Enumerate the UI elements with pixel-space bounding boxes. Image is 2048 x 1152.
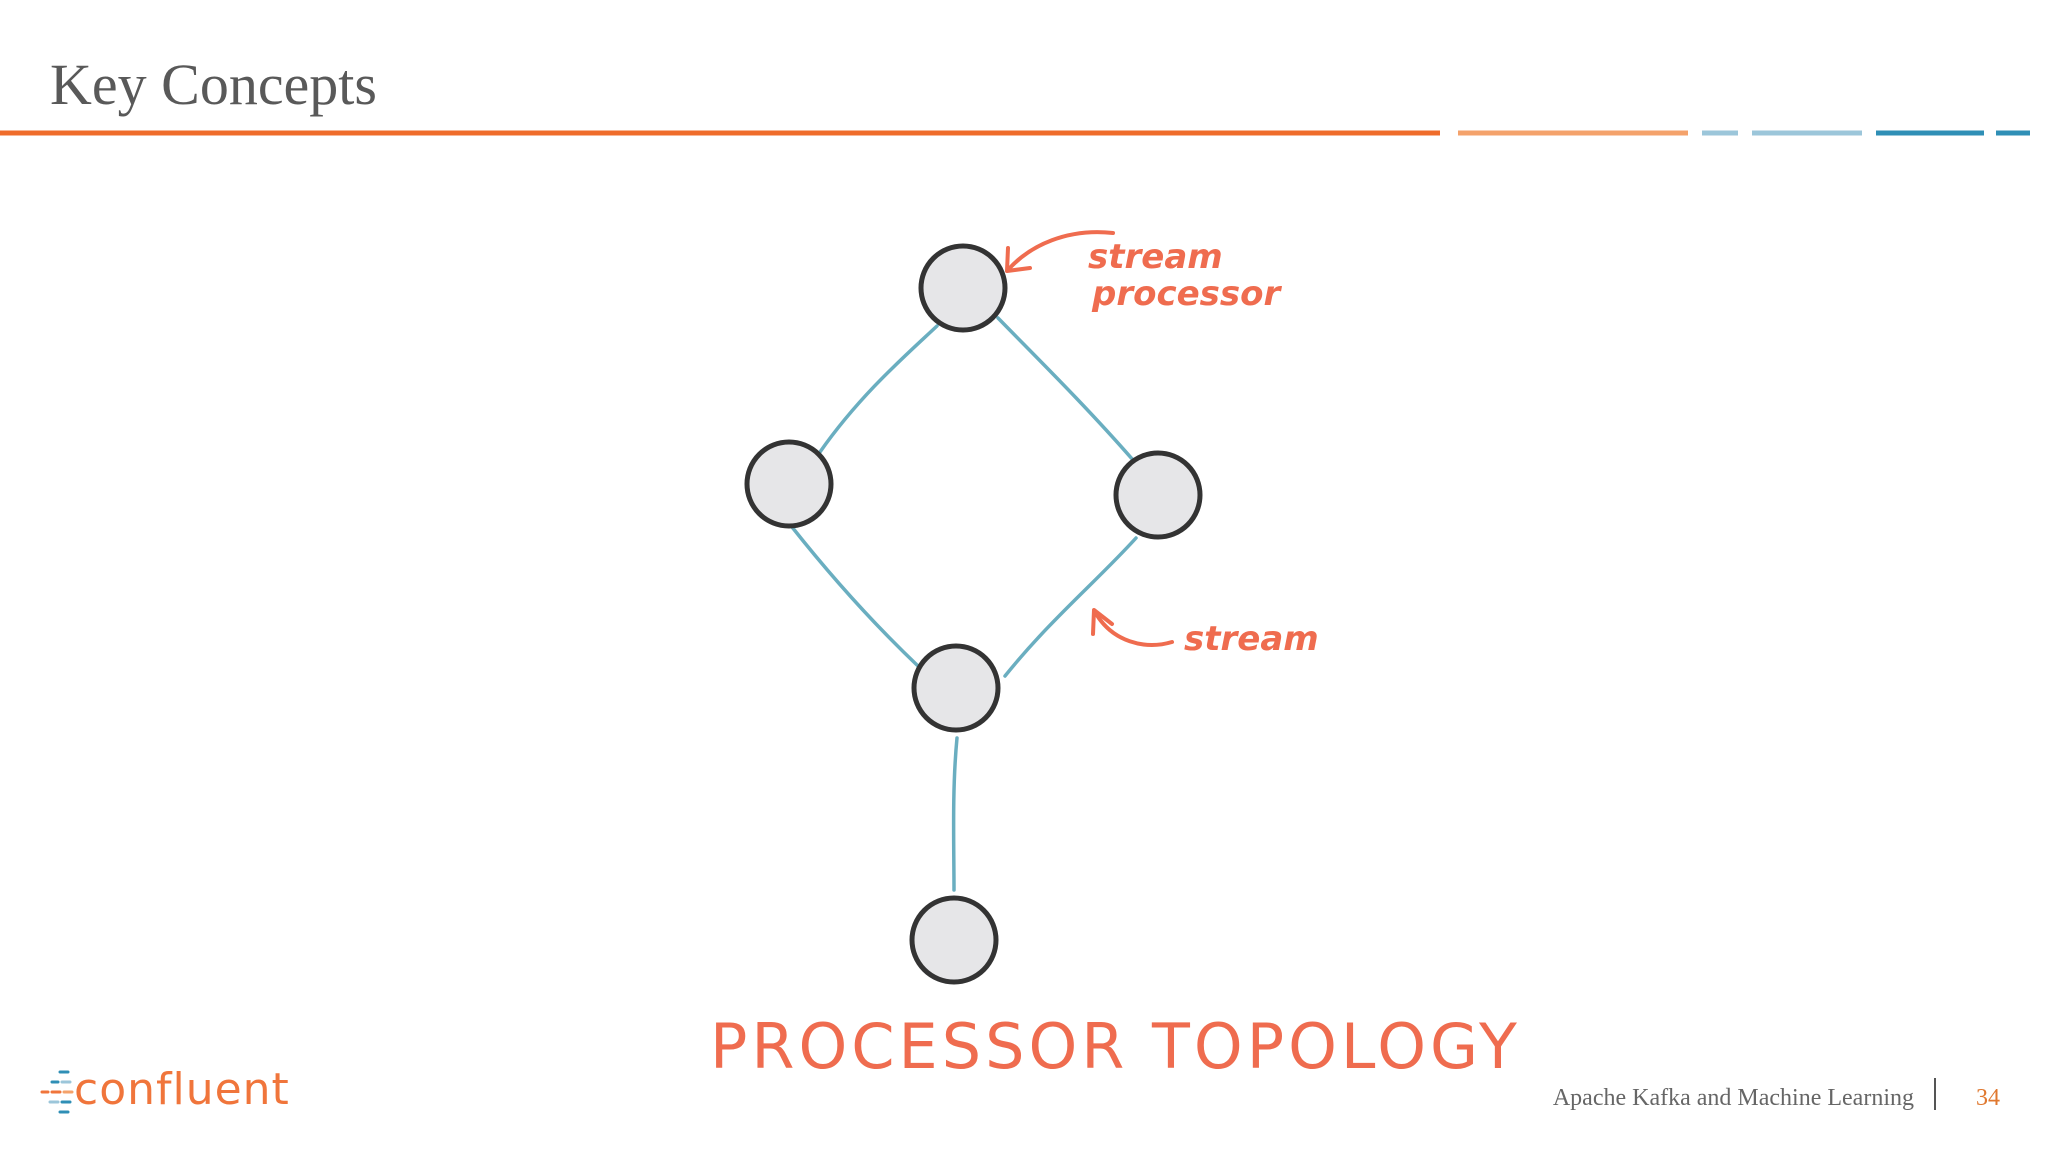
node-left [744, 439, 834, 529]
label-stream-processor-line1: stream [1088, 237, 1223, 277]
nodes [744, 243, 1203, 985]
edge-middle-sink [951, 736, 959, 892]
node-top [918, 243, 1008, 333]
edge-right-bottom [1003, 536, 1138, 678]
edges [790, 316, 1138, 892]
footer-separator [1934, 1078, 1936, 1110]
arrowhead-stream [1091, 608, 1114, 636]
node-middle [911, 643, 1001, 733]
node-right [1113, 450, 1203, 540]
header-rule [0, 130, 2030, 136]
diagram-caption: PROCESSOR TOPOLOGY [710, 1010, 1521, 1083]
label-stream: stream [1184, 619, 1319, 659]
edge-top-right [996, 316, 1135, 462]
arrow-to-stream [1093, 610, 1174, 647]
slide-title: Key Concepts [50, 52, 377, 117]
footer-presentation-title: Apache Kafka and Machine Learning [1552, 1085, 1914, 1111]
confluent-logo: confluent [40, 1060, 320, 1130]
confluent-logo-mark-icon [40, 1070, 74, 1114]
node-sink [909, 895, 999, 985]
confluent-logo-text: confluent [74, 1064, 290, 1115]
annotation-arrows [1005, 230, 1174, 647]
page-number: 34 [1976, 1085, 2000, 1111]
arrowhead-stream-processor [1005, 246, 1032, 273]
edge-left-bottom [790, 525, 920, 668]
label-stream-processor-line2: processor [1091, 274, 1283, 314]
edge-top-left [818, 324, 939, 454]
arrow-to-stream-processor [1006, 230, 1115, 272]
